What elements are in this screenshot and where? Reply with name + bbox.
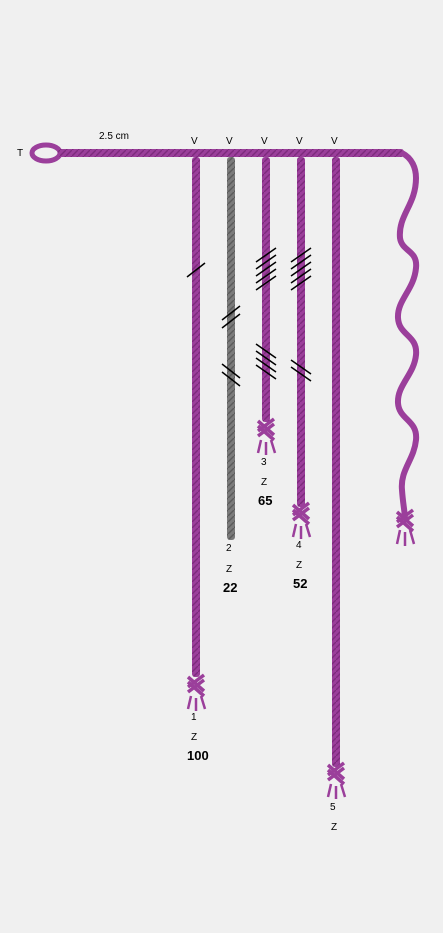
pendant-4-knot-marks — [290, 247, 312, 382]
pendant-1-id: 1 — [191, 712, 197, 723]
pendant-3-attach: V — [261, 136, 268, 147]
pendant-2-attach: V — [226, 136, 233, 147]
pendant-1-value: 100 — [187, 748, 209, 763]
pendant-3-knot-marks — [255, 247, 277, 380]
pendant-5-cord — [332, 157, 340, 767]
pendant-1-cord — [192, 157, 200, 677]
pendant-5: V 5 Z — [326, 136, 347, 833]
pendant-1-knot-marks — [186, 262, 206, 278]
pendant-1-attach: V — [191, 136, 198, 147]
pendant-4-end-knot — [291, 501, 312, 539]
pendant-2-id: 2 — [226, 543, 232, 554]
pendant-3-cord — [262, 157, 270, 422]
pendant-5-attach: V — [331, 136, 338, 147]
pendant-3-value: 65 — [258, 493, 272, 508]
pendant-4-ply: Z — [296, 560, 302, 571]
pendant-4-value: 52 — [293, 576, 307, 591]
main-cord-end-knot — [395, 508, 416, 546]
pendant-1: V 1 Z 100 — [186, 136, 209, 763]
pendant-3-end-knot — [256, 417, 277, 455]
top-label: T — [17, 148, 23, 159]
pendant-4-cord — [297, 157, 305, 507]
main-cord-wavy-end — [395, 150, 420, 521]
spacing-label: 2.5 cm — [99, 131, 129, 142]
pendant-2-ply: Z — [226, 564, 232, 575]
main-cord-loop — [29, 142, 63, 164]
pendant-2: V 2 Z 22 — [221, 136, 241, 595]
pendant-4-attach: V — [296, 136, 303, 147]
pendant-2-cord — [227, 157, 235, 540]
pendant-4: V 4 Z 52 — [290, 136, 312, 591]
pendant-3-ply: Z — [261, 477, 267, 488]
pendant-5-ply: Z — [331, 822, 337, 833]
pendant-5-end-knot — [326, 761, 347, 799]
pendant-2-value: 22 — [223, 580, 237, 595]
pendant-5-id: 5 — [330, 802, 336, 813]
pendant-3-id: 3 — [261, 457, 267, 468]
pendant-1-end-knot — [186, 673, 207, 711]
pendant-4-id: 4 — [296, 540, 302, 551]
pendant-2-knot-marks — [221, 305, 241, 387]
main-cord — [58, 149, 404, 157]
pendant-3: V 3 Z 65 — [255, 136, 277, 508]
pendant-1-ply: Z — [191, 732, 197, 743]
